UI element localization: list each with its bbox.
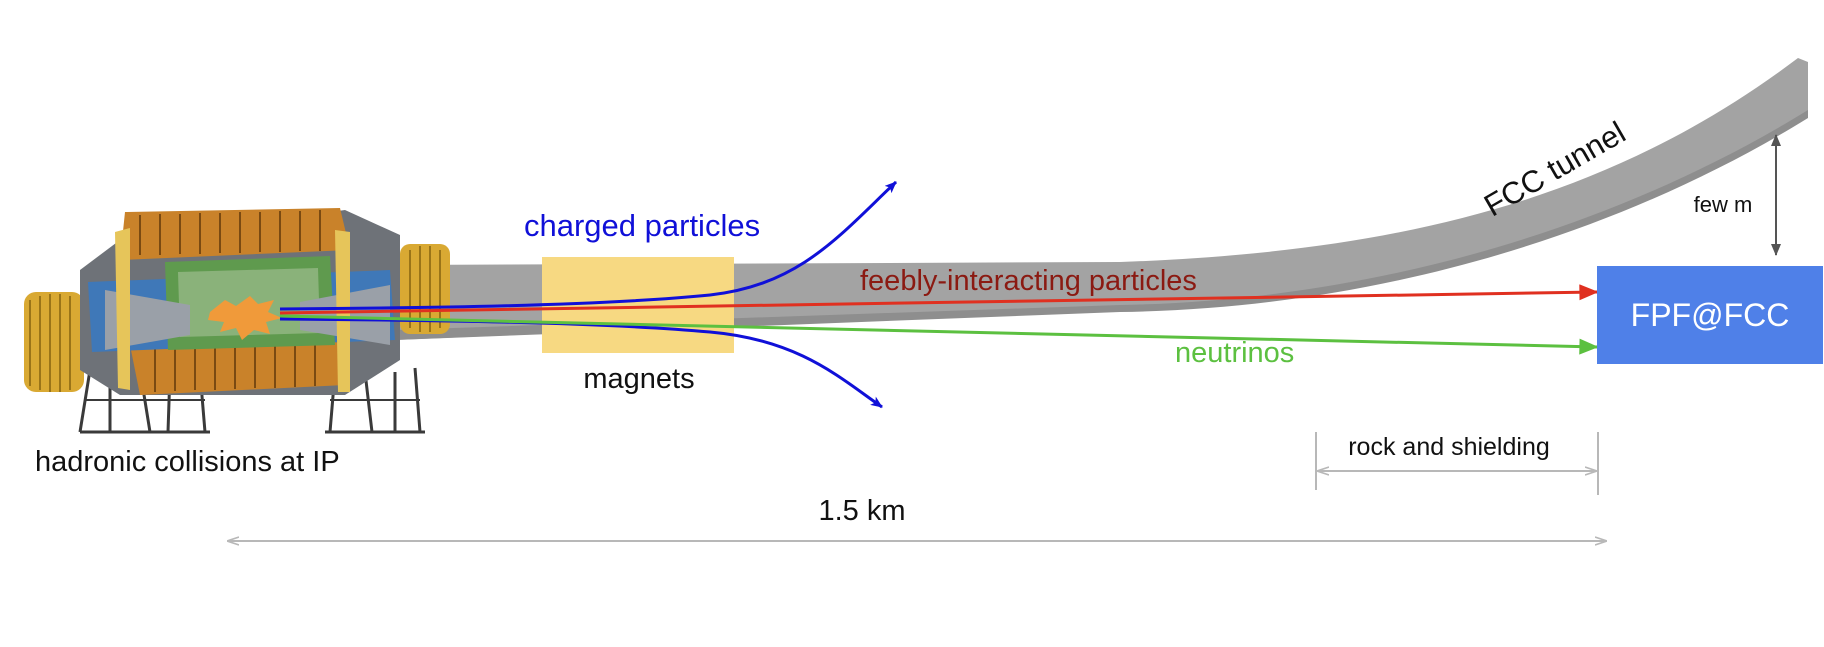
few-m-label: few m [1694, 192, 1753, 217]
detector-illustration [24, 208, 450, 434]
rock-shielding-label: rock and shielding [1348, 433, 1550, 461]
magnets-label: magnets [583, 363, 694, 395]
fcc-tunnel-shape [395, 58, 1808, 340]
neutrinos-label: neutrinos [1175, 337, 1294, 369]
charged-particle-track-upper [279, 180, 898, 311]
feebly-interacting-particles-label: feebly-interacting particles [860, 265, 1197, 297]
fpf-detector-label: FPF@FCC [1631, 297, 1790, 333]
charged-particles-label: charged particles [524, 208, 760, 243]
feebly-interacting-track [279, 284, 1599, 315]
hadronic-collisions-label: hadronic collisions at IP [35, 446, 340, 478]
fpf-detector-box [1597, 266, 1823, 364]
neutrino-track [279, 314, 1599, 355]
distance-label: 1.5 km [818, 495, 905, 527]
